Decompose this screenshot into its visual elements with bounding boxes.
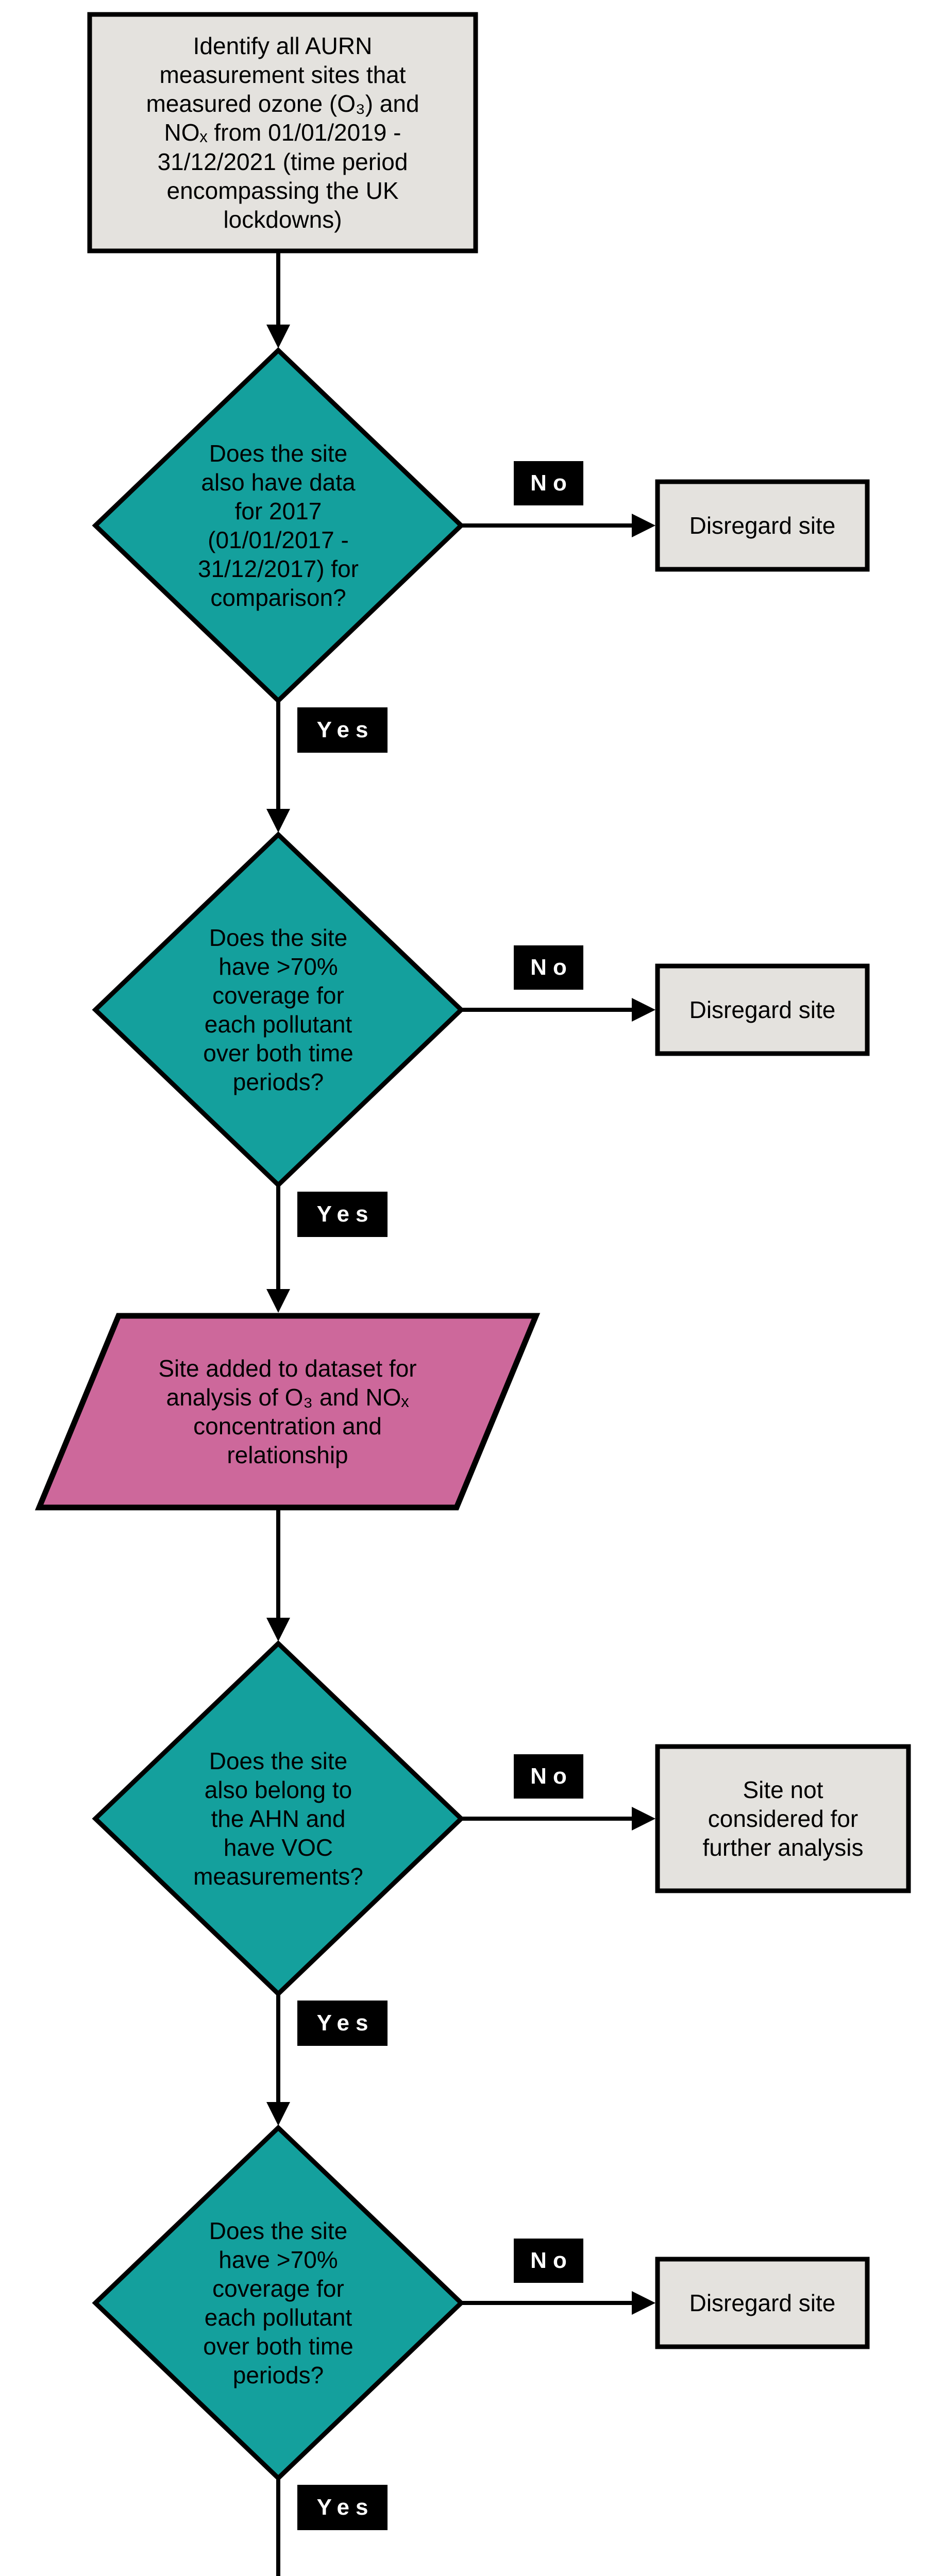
- no-label-3: No: [514, 1754, 583, 1799]
- not-considered-box: Site not considered for further analysis: [702, 1776, 864, 1861]
- yes-label-1: Yes: [297, 707, 388, 753]
- no-label-4: No: [514, 2239, 583, 2283]
- yes-label-3: Yes: [297, 2001, 388, 2046]
- arrow-decision3-no: [461, 1807, 655, 1831]
- yes-label-4: Yes: [297, 2485, 388, 2530]
- decision-2017-data: Does the site also have data for 2017 (0…: [197, 439, 359, 612]
- data1-shape: [35, 1313, 541, 1511]
- arrow-decision2-yes: [266, 1185, 290, 1313]
- arrow-decision1-yes: [266, 701, 290, 833]
- disregard-site-box-3: Disregard site: [689, 2289, 836, 2316]
- decision-coverage-1: Does the site have >70% coverage for eac…: [203, 924, 353, 1096]
- arrow-decision4-yes: [276, 2478, 280, 2576]
- yes-label-2: Yes: [297, 1192, 388, 1237]
- decision-coverage-2: Does the site have >70% coverage for eac…: [203, 2217, 353, 2389]
- data-concentration-parallelogram: Site added to dataset for analysis of O₃…: [158, 1354, 417, 1469]
- start-box-shape: [87, 12, 478, 253]
- no-label-1: No: [514, 461, 583, 505]
- not-considered-box-shape: [655, 1744, 911, 1893]
- arrow-decision2-no: [461, 998, 655, 1022]
- disregard1-box-shape: [655, 479, 870, 572]
- arrow-data1-to-decision3: [266, 1507, 290, 1641]
- arrow-decision3-yes: [266, 1994, 290, 2126]
- arrow-decision1-no: [461, 514, 655, 537]
- arrow-decision4-no: [461, 2291, 655, 2315]
- no-label-2: No: [514, 945, 583, 990]
- disregard2-box-shape: [655, 963, 870, 1056]
- arrow-start-to-decision1: [266, 251, 290, 348]
- disregard-site-box-1: Disregard site: [689, 512, 836, 539]
- start-box: Identify all AURN measurement sites that…: [146, 32, 419, 233]
- decision-ahn-voc: Does the site also belong to the AHN and…: [193, 1747, 363, 1890]
- disregard-site-box-2: Disregard site: [689, 996, 836, 1023]
- disregard3-box-shape: [655, 2257, 870, 2349]
